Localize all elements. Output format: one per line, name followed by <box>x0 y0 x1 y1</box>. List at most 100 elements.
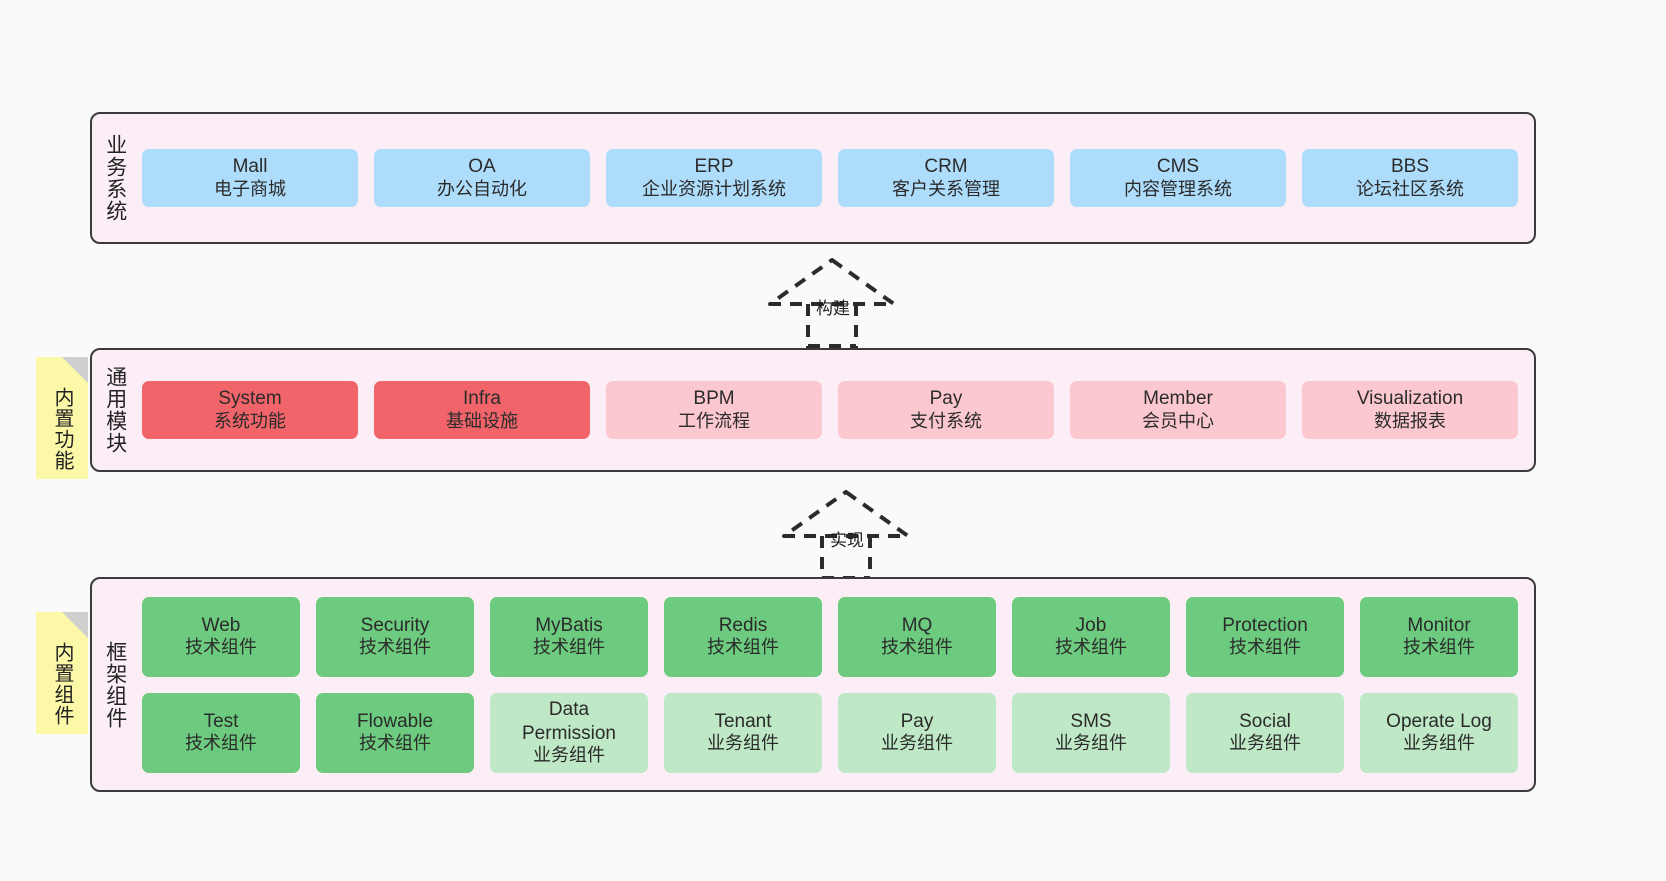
node-sms-cn: 业务组件 <box>1055 733 1127 754</box>
layer-framework-component-title: 框架组件 <box>103 640 127 729</box>
node-infra-cn: 基础设施 <box>446 410 518 431</box>
layer-common-module-body: System 系统功能 Infra 基础设施 BPM 工作流程 Pay 支付系统… <box>138 350 1534 470</box>
node-flowable[interactable]: Flowable 技术组件 <box>316 692 474 773</box>
node-system-en: System <box>218 388 282 410</box>
layer-business-system: 业务系统 Mall 电子商城 OA 办公自动化 ERP 企业资源计划系统 CRM… <box>90 112 1536 244</box>
node-mall-en: Mall <box>232 156 268 178</box>
node-redis-en: Redis <box>718 614 768 636</box>
node-tenant-en: Tenant <box>714 710 772 732</box>
node-sms[interactable]: SMS 业务组件 <box>1012 692 1170 773</box>
node-flowable-cn: 技术组件 <box>359 733 431 754</box>
node-system-cn: 系统功能 <box>214 410 286 431</box>
node-web[interactable]: Web 技术组件 <box>142 596 300 677</box>
node-pay-module[interactable]: Pay 支付系统 <box>838 381 1054 439</box>
node-test-cn: 技术组件 <box>185 733 257 754</box>
note-builtin-function: 内置功能 <box>36 357 88 479</box>
node-web-en: Web <box>201 614 241 636</box>
node-cms-en: CMS <box>1156 156 1200 178</box>
node-crm[interactable]: CRM 客户关系管理 <box>838 149 1054 207</box>
framework-business-row: Test 技术组件 Flowable 技术组件 Data Permission … <box>142 692 1518 773</box>
node-protection-en: Protection <box>1222 614 1308 636</box>
node-job-cn: 技术组件 <box>1055 637 1127 658</box>
node-member[interactable]: Member 会员中心 <box>1070 381 1286 439</box>
node-data-permission-cn: 业务组件 <box>533 744 605 765</box>
node-data-permission-en: Data Permission <box>522 699 616 744</box>
note-builtin-function-label: 内置功能 <box>51 387 73 471</box>
node-crm-en: CRM <box>924 156 968 178</box>
node-mq-cn: 技术组件 <box>881 637 953 658</box>
node-flowable-en: Flowable <box>356 710 434 732</box>
node-monitor-cn: 技术组件 <box>1403 637 1475 658</box>
node-mall-cn: 电子商城 <box>214 178 286 199</box>
node-operate-log-cn: 业务组件 <box>1403 733 1475 754</box>
connector-implement: 实现 <box>770 490 930 580</box>
node-bbs-cn: 论坛社区系统 <box>1356 178 1464 199</box>
node-security-cn: 技术组件 <box>359 637 431 658</box>
node-mybatis[interactable]: MyBatis 技术组件 <box>490 596 648 677</box>
connector-build-label: 构建 <box>816 299 850 318</box>
layer-business-system-body: Mall 电子商城 OA 办公自动化 ERP 企业资源计划系统 CRM 客户关系… <box>138 114 1534 242</box>
framework-tech-row: Web 技术组件 Security 技术组件 MyBatis 技术组件 Redi… <box>142 596 1518 677</box>
node-sms-en: SMS <box>1070 710 1112 732</box>
node-security[interactable]: Security 技术组件 <box>316 596 474 677</box>
node-bpm-en: BPM <box>693 388 735 410</box>
layer-framework-component-body: Web 技术组件 Security 技术组件 MyBatis 技术组件 Redi… <box>138 579 1534 790</box>
node-social[interactable]: Social 业务组件 <box>1186 692 1344 773</box>
note-fold-corner-icon <box>62 357 88 383</box>
node-bbs-en: BBS <box>1390 156 1430 178</box>
node-pay-module-cn: 支付系统 <box>910 410 982 431</box>
node-pay-component-cn: 业务组件 <box>881 733 953 754</box>
node-cms[interactable]: CMS 内容管理系统 <box>1070 149 1286 207</box>
node-cms-cn: 内容管理系统 <box>1124 178 1232 199</box>
node-infra-en: Infra <box>462 388 502 410</box>
connector-implement-label: 实现 <box>830 531 864 550</box>
node-mq[interactable]: MQ 技术组件 <box>838 596 996 677</box>
node-test[interactable]: Test 技术组件 <box>142 692 300 773</box>
node-bbs[interactable]: BBS 论坛社区系统 <box>1302 149 1518 207</box>
node-oa[interactable]: OA 办公自动化 <box>374 149 590 207</box>
node-redis[interactable]: Redis 技术组件 <box>664 596 822 677</box>
node-job[interactable]: Job 技术组件 <box>1012 596 1170 677</box>
node-member-cn: 会员中心 <box>1142 410 1214 431</box>
node-monitor[interactable]: Monitor 技术组件 <box>1360 596 1518 677</box>
node-bpm[interactable]: BPM 工作流程 <box>606 381 822 439</box>
layer-common-module: 通用模块 System 系统功能 Infra 基础设施 BPM 工作流程 Pay… <box>90 348 1536 472</box>
node-visualization-cn: 数据报表 <box>1374 410 1446 431</box>
node-erp[interactable]: ERP 企业资源计划系统 <box>606 149 822 207</box>
note-builtin-component: 内置组件 <box>36 612 88 734</box>
node-social-en: Social <box>1239 710 1291 732</box>
node-social-cn: 业务组件 <box>1229 733 1301 754</box>
node-tenant-cn: 业务组件 <box>707 733 779 754</box>
layer-common-module-title: 通用模块 <box>103 366 127 454</box>
node-pay-component-en: Pay <box>900 710 934 732</box>
dashed-generalization-arrow-icon <box>768 258 896 348</box>
layer-framework-component: 框架组件 Web 技术组件 Security 技术组件 MyBatis 技术组件… <box>90 577 1536 792</box>
node-mq-en: MQ <box>901 614 933 636</box>
connector-build: 构建 <box>756 258 916 348</box>
note-builtin-component-label: 内置组件 <box>51 642 73 726</box>
node-member-en: Member <box>1143 388 1213 410</box>
node-mybatis-en: MyBatis <box>535 614 603 636</box>
note-fold-corner-icon <box>62 612 88 638</box>
node-protection[interactable]: Protection 技术组件 <box>1186 596 1344 677</box>
node-bpm-cn: 工作流程 <box>678 410 750 431</box>
node-pay-module-en: Pay <box>929 388 963 410</box>
node-erp-en: ERP <box>694 156 734 178</box>
layer-business-system-title: 业务系统 <box>103 134 127 222</box>
node-operate-log-en: Operate Log <box>1386 710 1492 732</box>
node-tenant[interactable]: Tenant 业务组件 <box>664 692 822 773</box>
node-crm-cn: 客户关系管理 <box>892 178 1000 199</box>
node-mybatis-cn: 技术组件 <box>533 637 605 658</box>
node-operate-log[interactable]: Operate Log 业务组件 <box>1360 692 1518 773</box>
node-data-permission[interactable]: Data Permission 业务组件 <box>490 692 648 773</box>
node-visualization-en: Visualization <box>1356 388 1464 410</box>
node-pay-component[interactable]: Pay 业务组件 <box>838 692 996 773</box>
node-infra[interactable]: Infra 基础设施 <box>374 381 590 439</box>
business-system-row: Mall 电子商城 OA 办公自动化 ERP 企业资源计划系统 CRM 客户关系… <box>142 149 1518 207</box>
node-mall[interactable]: Mall 电子商城 <box>142 149 358 207</box>
node-monitor-en: Monitor <box>1407 614 1471 636</box>
node-protection-cn: 技术组件 <box>1229 637 1301 658</box>
node-job-en: Job <box>1075 614 1107 636</box>
node-visualization[interactable]: Visualization 数据报表 <box>1302 381 1518 439</box>
node-system[interactable]: System 系统功能 <box>142 381 358 439</box>
